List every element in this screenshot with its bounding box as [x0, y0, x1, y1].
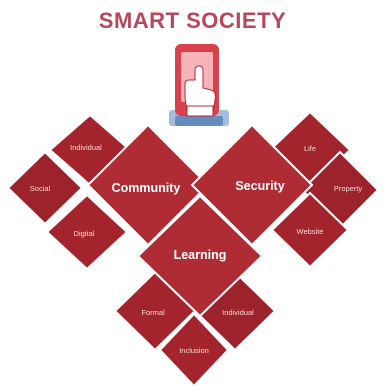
diamond-learning-inclusion	[158, 312, 230, 388]
diamond-community-social	[6, 150, 84, 226]
learning-label: Learning	[174, 248, 227, 262]
diagram-title: SMART SOCIETY	[98, 8, 287, 33]
security-label: Security	[235, 179, 284, 193]
community-item-social: Social	[30, 184, 51, 193]
learning-item-inclusion: Inclusion	[179, 346, 209, 355]
community-item-digital: Digital	[74, 229, 95, 238]
touch-tablet-icon	[165, 40, 233, 132]
learning-item-formal: Formal	[141, 308, 165, 317]
diamond-security-website	[270, 191, 350, 269]
community-label: Community	[112, 181, 181, 195]
diamond-community-digital	[45, 193, 129, 271]
security-item-property: Property	[334, 184, 363, 193]
security-item-website: Website	[297, 227, 324, 236]
learning-item-individual: Individual	[222, 308, 254, 317]
diamond-learning	[136, 194, 264, 318]
security-item-life: Life	[304, 144, 316, 153]
community-item-individual: Individual	[70, 143, 102, 152]
